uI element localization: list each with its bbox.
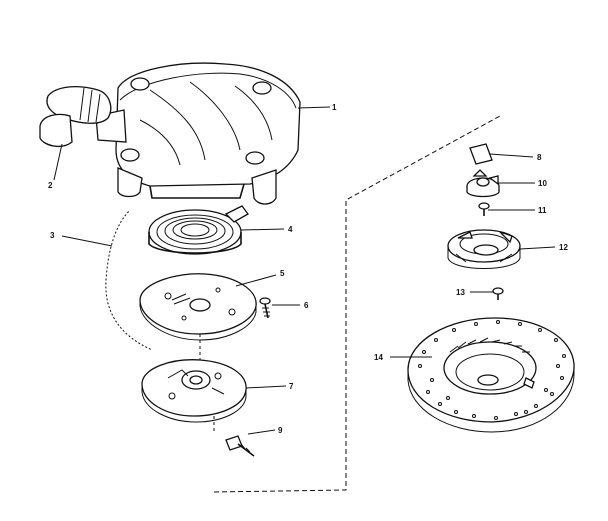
part-label-4: 4	[288, 225, 293, 234]
part-label-8: 8	[537, 153, 542, 162]
part-label-6: 6	[304, 301, 309, 310]
starter-housing-part	[95, 62, 301, 205]
recoil-spring-part	[148, 205, 249, 255]
part-label-12: 12	[559, 243, 568, 252]
flywheel-part-14	[407, 317, 575, 433]
flywheel-texture	[418, 320, 566, 420]
screw-part-6	[259, 297, 271, 319]
spring-cover-part	[139, 273, 257, 364]
part-label-7: 7	[289, 382, 294, 391]
brake-cup-part-12	[447, 229, 521, 269]
part-label-5: 5	[280, 269, 285, 278]
starter-handle-part	[39, 85, 112, 148]
part-label-3: 3	[50, 231, 55, 240]
part-label-10: 10	[538, 179, 547, 188]
part-label-13: 13	[456, 288, 465, 297]
part-label-14: 14	[374, 353, 383, 362]
pawl-part-8	[469, 143, 493, 165]
screw-part-13	[492, 287, 504, 300]
part-label-2: 2	[48, 181, 53, 190]
pin-part-9	[225, 435, 255, 457]
retainer-part-10	[466, 169, 500, 198]
assembly-boundary-dashes	[213, 115, 501, 493]
pulley-part	[141, 359, 247, 432]
part-label-9: 9	[278, 426, 283, 435]
screw-part-11	[478, 202, 490, 216]
part-label-1: 1	[332, 103, 337, 112]
starter-rope-part	[103, 208, 153, 352]
part-labels: 1 2 3 4 5 6 7 8 9 10 11 12 13 14	[48, 103, 568, 435]
part-label-11: 11	[538, 206, 547, 215]
leader-lines	[53, 106, 556, 435]
